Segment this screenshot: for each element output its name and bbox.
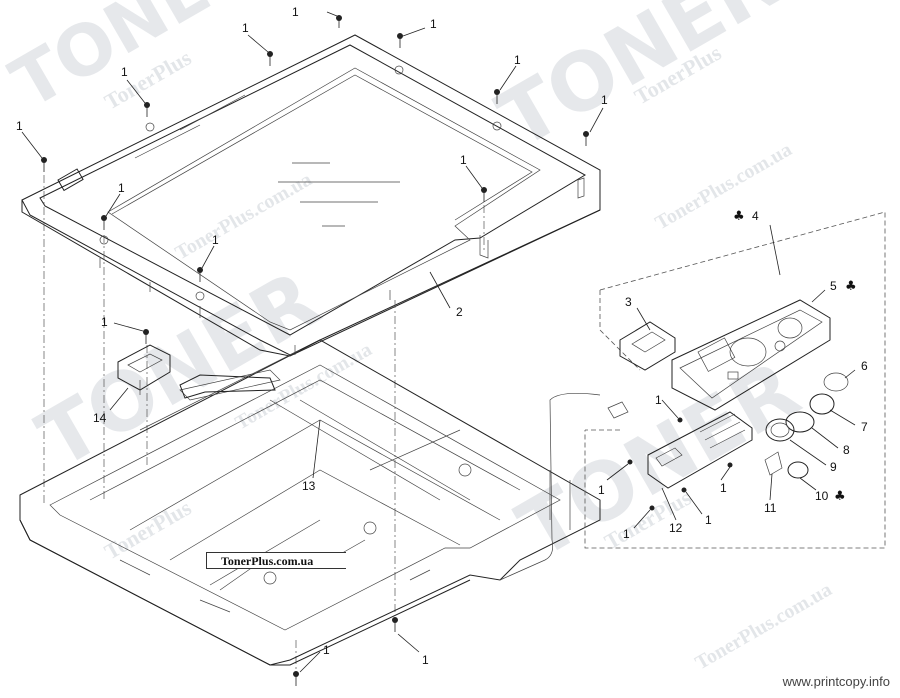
club-marker: ♣ <box>733 209 745 224</box>
callout-3: 3 <box>625 295 632 309</box>
watermark-site: TonerPlus.com.ua <box>652 138 796 234</box>
callout-5: 5 <box>830 279 837 293</box>
watermark-toner: TONER <box>23 253 334 486</box>
callout-1: 1 <box>514 53 521 67</box>
callout-1: 1 <box>292 5 299 19</box>
screw <box>41 157 47 172</box>
callout-1: 1 <box>323 643 330 657</box>
club-marker: ♣ <box>834 489 846 504</box>
callout-12: 12 <box>669 521 683 535</box>
leader-lines <box>21 11 856 673</box>
site-label-box: TonerPlus.com.ua <box>206 552 346 569</box>
club-marker: ♣ <box>845 279 857 294</box>
callout-9: 9 <box>830 460 837 474</box>
callout-8: 8 <box>843 443 850 457</box>
callout-6: 6 <box>861 359 868 373</box>
callout-1: 1 <box>460 153 467 167</box>
screw <box>397 33 403 48</box>
callout-1: 1 <box>430 17 437 31</box>
watermark-site: TonerPlus.com.ua <box>172 168 316 264</box>
footer-url: www.printcopy.info <box>782 674 890 689</box>
callout-1: 1 <box>242 21 249 35</box>
callout-1: 1 <box>212 233 219 247</box>
watermark-site: TonerPlus.com.ua <box>692 578 836 674</box>
callout-1: 1 <box>598 483 605 497</box>
callout-1: 1 <box>118 181 125 195</box>
callout-1: 1 <box>422 653 429 667</box>
callout-13: 13 <box>302 479 316 493</box>
watermark-site: TonerPlus <box>100 495 196 565</box>
screw <box>583 131 589 146</box>
operation-panel-assembly <box>584 211 886 549</box>
watermark-layer: TONER TONER TONER TONER TonerPlus TonerP… <box>0 0 836 674</box>
callout-7: 7 <box>861 420 868 434</box>
callout-1: 1 <box>121 65 128 79</box>
callout-14: 14 <box>93 411 107 425</box>
screw <box>392 617 398 632</box>
assembly-lines <box>43 175 485 670</box>
callout-2: 2 <box>456 305 463 319</box>
screw <box>101 215 107 230</box>
watermark-toner: TONER <box>0 0 270 125</box>
screw-group <box>41 15 589 686</box>
screw <box>336 15 342 28</box>
callout-4: 4 <box>752 209 759 223</box>
screw <box>481 187 487 202</box>
callout-1: 1 <box>16 119 23 133</box>
screw <box>293 671 299 686</box>
callout-11: 11 <box>764 501 777 515</box>
upper-cover-frame <box>21 34 601 357</box>
bracket <box>117 344 276 399</box>
screw <box>267 51 273 66</box>
screw <box>197 267 203 282</box>
screw <box>494 89 500 104</box>
callout-1: 1 <box>623 527 630 541</box>
screw <box>143 329 149 344</box>
callout-labels: 1 1 1 1 1 1 1 1 1 1 1 1 1 1 1 1 1 1 2 3 … <box>16 5 868 667</box>
callout-1: 1 <box>101 315 108 329</box>
callout-1: 1 <box>655 393 662 407</box>
callout-1: 1 <box>601 93 608 107</box>
callout-10: 10 <box>815 489 829 503</box>
callout-1: 1 <box>705 513 712 527</box>
callout-1: 1 <box>720 481 727 495</box>
screw <box>144 102 150 117</box>
